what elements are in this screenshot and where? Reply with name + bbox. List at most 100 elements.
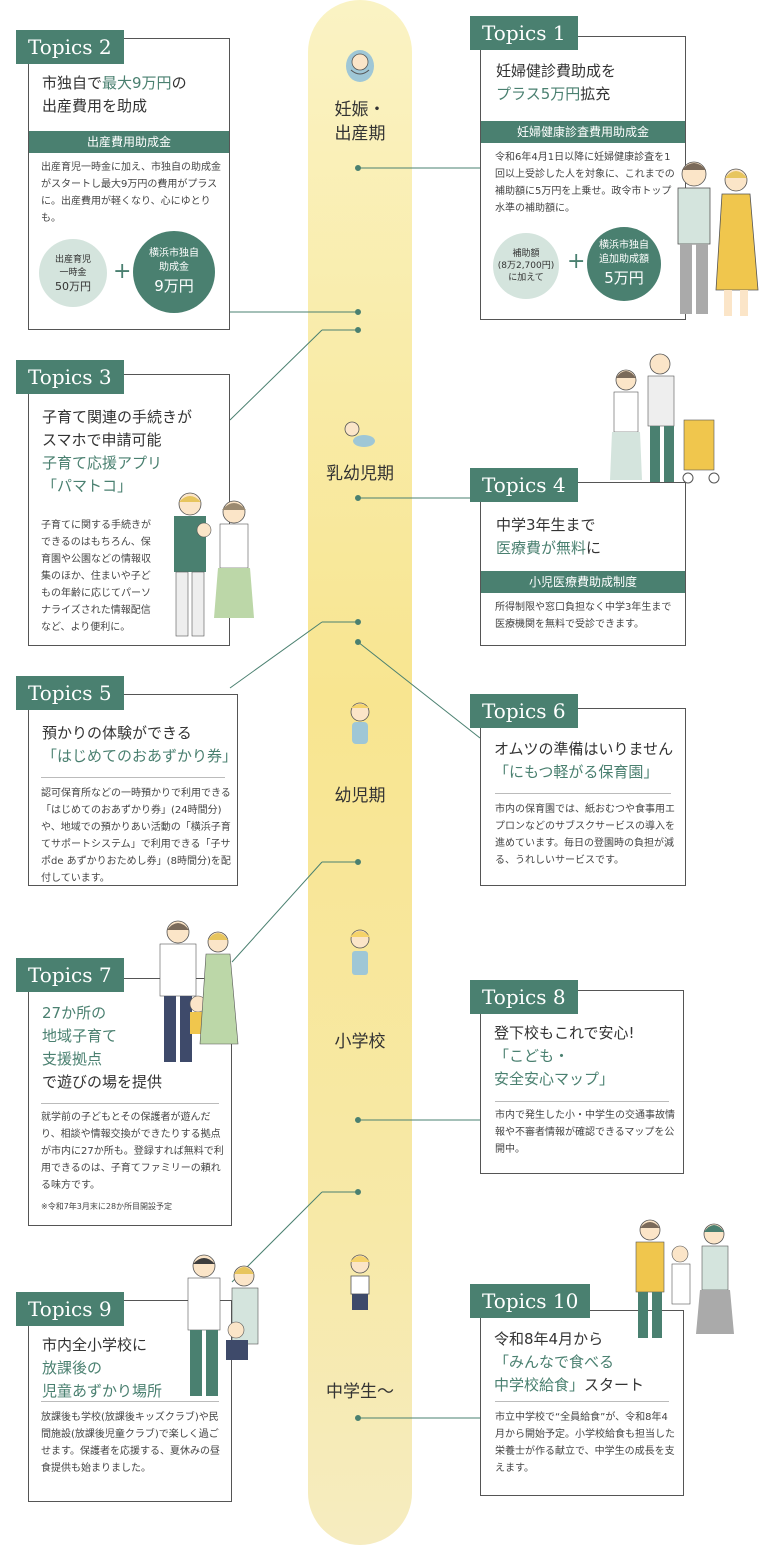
topic-10-headline-line3: 中学校給食」スタート (494, 1374, 680, 1397)
topic-9-label: Topics 9 (16, 1292, 124, 1326)
topic-5-body: 認可保育所などの一時預かりで利用できる「はじめてのおあずかり券」(24時間分)や… (41, 788, 231, 884)
topic-10-body: 市立中学校で“全員給食”が、令和8年4月から開始予定。小学校給食も担当した栄養士… (495, 1412, 675, 1474)
topic-7-headline: 27か所の 地域子育て 支援拠点 で遊びの場を提供 (42, 1002, 222, 1094)
topic-7-divider (41, 1103, 219, 1104)
topic-6-headline-line1: オムツの準備はいりません (494, 740, 674, 758)
topic-3-highlight-line1: 子育て応援アプリ (42, 454, 163, 472)
topic-6-body: 市内の保育園では、紙おむつや食事用エプロンなどのサブスクサービスの導入を進めてい… (495, 804, 675, 866)
topic-1-band: 妊婦健康診査費用助成金 (481, 121, 685, 143)
topic-4-headline-line2: 医療費が無料に (496, 537, 676, 560)
topic-10-divider (495, 1401, 669, 1402)
topic-2-circle-extra-line2: 助成金 (159, 262, 189, 273)
topic-1-circle-base: 補助額 (8万2,700円) に加えて (493, 233, 559, 299)
topic-9-highlight-line2: 児童あずかり場所 (42, 1382, 163, 1400)
topic-8-headline-line1: 登下校もこれで安心! (494, 1024, 635, 1042)
topic-5-card: 認可保育所などの一時預かりで利用できる「はじめてのおあずかり券」(24時間分)や… (28, 694, 238, 886)
topic-3-body: 子育てに関する手続きができるのはもちろん、保育園や公園などの情報収集のほか、住ま… (41, 520, 151, 633)
topic-4-body: 所得制限や窓口負担なく中学3年生まで医療機関を無料で受診できます。 (495, 602, 672, 630)
topic-4-card: 小児医療費助成制度 所得制限や窓口負担なく中学3年生まで医療機関を無料で受診でき… (480, 482, 686, 646)
topic-10-headline: 令和8年4月から 「みんなで食べる 中学校給食」スタート (494, 1328, 680, 1397)
topic-3-highlight-line2: 「パマトコ」 (42, 477, 133, 495)
topic-2-circle-extra-line1: 横浜市独自 (149, 248, 199, 259)
topic-1-headline-tail: 拡充 (580, 85, 611, 103)
crawling-baby-icon (344, 421, 375, 447)
topic-7-label: Topics 7 (16, 958, 124, 992)
stage-elementary: 小学校 (308, 1030, 412, 1054)
topic-7-highlight-line1: 27か所の (42, 1004, 107, 1022)
topic-8-card: 市内で発生した小・中学生の交通事故情報や不審者情報が確認できるマップを公開中。 (480, 990, 684, 1174)
topic-7-card: 就学前の子どもとその保護者が遊んだり、相談や情報交換ができたりする拠点が市内に2… (28, 978, 232, 1226)
topic-1-circle-base-line2: (8万2,700円) (497, 261, 555, 271)
topic-6-divider (495, 793, 671, 794)
topic-2-headline-line1: 市独自で最大9万円の (42, 72, 228, 95)
topic-10-label: Topics 10 (470, 1284, 591, 1318)
family-walking-illustration (159, 920, 239, 1062)
topic-8-headline: 登下校もこれで安心! 「こども・ 安全安心マップ」 (494, 1022, 680, 1091)
topic-1-headline-line2: プラス5万円拡充 (496, 83, 676, 106)
plus-icon: + (113, 259, 132, 284)
baby-swaddle-icon (346, 50, 374, 82)
topic-10-headline-tail: スタート (584, 1376, 645, 1394)
topic-5-highlight: 「はじめてのおあずかり券」 (42, 747, 238, 765)
toddler-icon (350, 702, 370, 744)
topic-9-body: 放課後も学校(放課後キッズクラブ)や民間施設(放課後児童クラブ)で楽しく過ごせま… (41, 1412, 220, 1474)
topic-8-label: Topics 8 (470, 980, 578, 1014)
topic-9-headline: 市内全小学校に 放課後の 児童あずかり場所 (42, 1334, 222, 1403)
topic-1-headline-line1: 妊婦健診費助成を (496, 62, 617, 80)
topic-2-circle-extra: 横浜市独自 助成金 9万円 (133, 231, 215, 313)
topic-2-headline-line2: 出産費用を助成 (42, 97, 148, 115)
topic-8-highlight-line2: 安全安心マップ」 (494, 1070, 615, 1088)
stage-infant: 乳幼児期 (308, 462, 412, 486)
topic-5-label: Topics 5 (16, 676, 124, 710)
topic-3-label: Topics 3 (16, 360, 124, 394)
topic-6-headline: オムツの準備はいりません 「にもつ軽がる保育園」 (494, 738, 680, 784)
topic-3-headline-line1: 子育て関連の手続きが (42, 408, 193, 426)
topic-3-headline: 子育て関連の手続きが スマホで申請可能 子育て応援アプリ 「パマトコ」 (42, 406, 232, 498)
stage-label-2: 乳幼児期 (326, 464, 394, 484)
topic-2-circle-extra-amount: 9万円 (154, 277, 194, 295)
topic-4-headline: 中学3年生まで 医療費が無料に (496, 514, 676, 560)
stage-preschool: 幼児期 (308, 784, 412, 808)
topic-2-headline-pre: 市独自で (42, 74, 103, 92)
pregnant-couple-illustration (677, 161, 759, 316)
topic-1-circle-extra: 横浜市独自 追加助成額 5万円 (587, 227, 661, 301)
topic-6-card: 市内の保育園では、紙おむつや食事用エプロンなどのサブスクサービスの導入を進めてい… (480, 708, 686, 886)
topic-2-card: 出産費用助成金 出産育児一時金に加え、市独自の助成金がスタートし最大9万円の費用… (28, 38, 230, 330)
stage-label-4: 小学校 (334, 1032, 386, 1052)
topic-5-divider (41, 777, 225, 778)
topic-4-label: Topics 4 (470, 468, 578, 502)
stage-label-1: 妊娠・ 出産期 (334, 100, 386, 144)
family-lunch-illustration (635, 1219, 734, 1338)
topic-1-circle-extra-line1: 横浜市独自 (599, 240, 649, 251)
topic-2-band: 出産費用助成金 (29, 131, 229, 153)
topic-2-circle-base-line1: 出産育児 (54, 254, 91, 265)
topic-2-headline: 市独自で最大9万円の 出産費用を助成 (42, 72, 228, 118)
topic-2-highlight: 最大9万円 (102, 74, 172, 92)
topic-10-highlight-line1: 「みんなで食べる (494, 1353, 615, 1371)
topic-7-body: 就学前の子どもとその保護者が遊んだり、相談や情報交換ができたりする拠点が市内に2… (41, 1112, 224, 1191)
topic-4-headline-line1: 中学3年生まで (496, 516, 596, 534)
topic-6-label: Topics 6 (470, 694, 578, 728)
topic-1-circle-extra-amount: 5万円 (604, 269, 644, 287)
topic-5-headline: 預かりの体験ができる 「はじめてのおあずかり券」 (42, 722, 238, 768)
topic-1-circle-base-line1: 補助額 (512, 249, 540, 259)
topic-1-card: 妊婦健康診査費用助成金 令和6年4月1日以降に妊婦健康診査を1回以上受診した人を… (480, 36, 686, 320)
topic-9-headline-line1: 市内全小学校に (42, 1336, 148, 1354)
topic-7-highlight-line3: 支援拠点 (42, 1050, 103, 1068)
topic-2-circle-base: 出産育児 一時金 50万円 (39, 239, 107, 307)
topic-2-headline-post: の (171, 74, 187, 92)
topic-4-highlight: 医療費が無料 (496, 539, 587, 557)
topic-9-highlight-line1: 放課後の (42, 1359, 103, 1377)
schoolchild-icon (350, 929, 370, 975)
topic-8-highlight-line1: 「こども・ (494, 1047, 570, 1065)
student-uniform-icon (350, 1254, 370, 1310)
topic-2-circle-base-amount: 50万円 (55, 279, 91, 293)
topic-2-body: 出産育児一時金に加え、市独自の助成金がスタートし最大9万円の費用がプラスに。出産… (41, 162, 221, 224)
stage-pregnancy-birth: 妊娠・ 出産期 (308, 98, 412, 146)
topic-3-headline-line2: スマホで申請可能 (42, 431, 162, 449)
topic-4-headline-tail: に (586, 539, 602, 557)
family-with-baby-illustration (174, 492, 254, 637)
topic-1-label: Topics 1 (470, 16, 578, 50)
topic-8-body: 市内で発生した小・中学生の交通事故情報や不審者情報が確認できるマップを公開中。 (495, 1110, 675, 1155)
